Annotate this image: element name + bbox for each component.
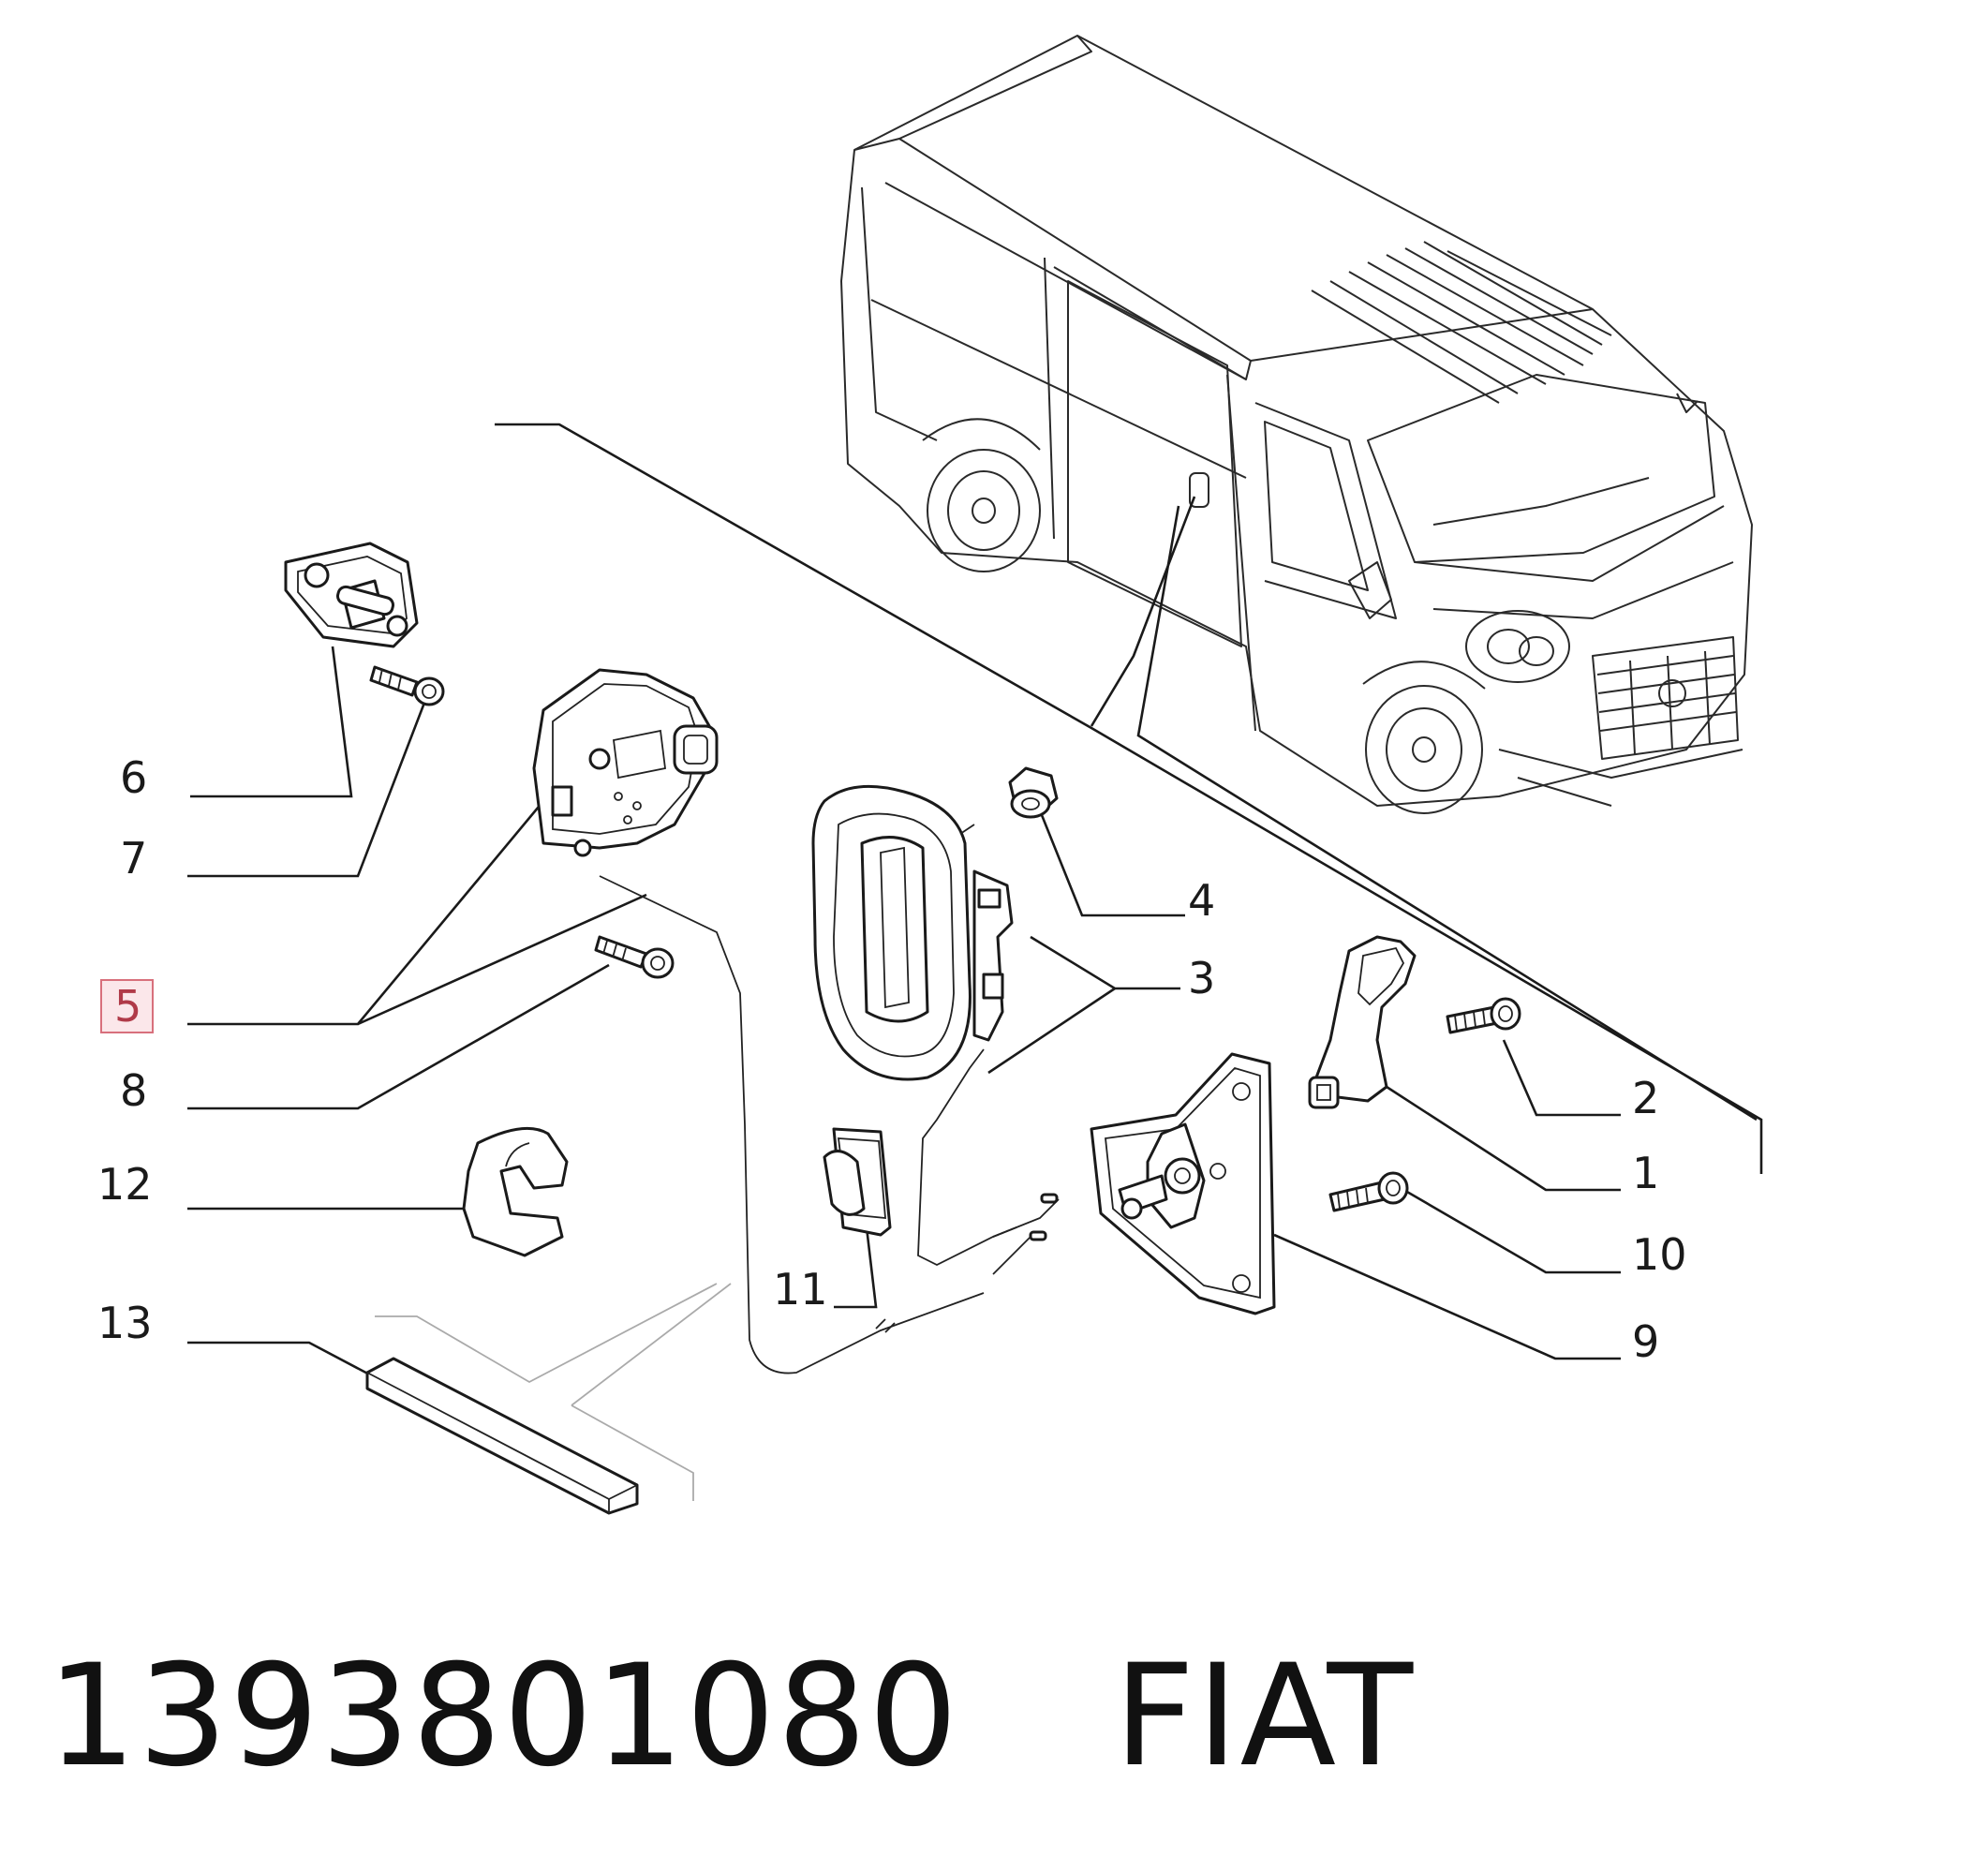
- part-10-bolt: [1328, 1171, 1409, 1212]
- part-8-bolt: [594, 935, 675, 979]
- callout-labels: 6 7 5 8 12 13 11 4 3 2 1 10 9: [97, 752, 1687, 1367]
- van-illustration: [840, 35, 1753, 814]
- leader-lines: [187, 423, 1763, 1379]
- callout-11: 11: [773, 1264, 828, 1315]
- roof-ribs: [1311, 241, 1612, 404]
- callout-13: 13: [97, 1298, 153, 1348]
- callout-1: 1: [1632, 1148, 1659, 1198]
- callout-10: 10: [1632, 1229, 1687, 1280]
- callout-9: 9: [1632, 1316, 1659, 1367]
- part-number: 1393801080: [47, 1635, 960, 1798]
- callout-12: 12: [97, 1159, 153, 1210]
- brand-name: FIAT: [1114, 1635, 1416, 1798]
- callout-6: 6: [120, 752, 147, 803]
- part-12-clip: [462, 1126, 569, 1257]
- front-wheel: [1362, 661, 1486, 814]
- side-door-handle: [1189, 472, 1209, 508]
- part-footer: 1393801080 FIAT: [47, 1635, 1415, 1798]
- rear-wheel: [922, 418, 1041, 572]
- part-9-latch-plate: [1090, 1052, 1276, 1315]
- callout-8: 8: [120, 1065, 147, 1116]
- callout-7: 7: [120, 833, 147, 884]
- reference-lines: [375, 1283, 732, 1501]
- part-6-pin-bracket: [284, 542, 419, 648]
- latch-cable: [917, 1048, 1060, 1267]
- windshield: [1367, 374, 1715, 563]
- side-mirror: [1348, 561, 1392, 619]
- callout-2: 2: [1632, 1073, 1659, 1123]
- callout-3: 3: [1188, 953, 1215, 1003]
- part-13-seal-strip: [365, 1357, 639, 1515]
- callout-5-highlight: [100, 979, 154, 1033]
- front-grille: [1592, 636, 1739, 760]
- part-3-exterior-handle: [811, 784, 1014, 1081]
- headlight: [1465, 610, 1570, 683]
- part-7-bolt: [369, 665, 445, 706]
- part-11-cover: [823, 1127, 892, 1237]
- release-cable: [599, 875, 985, 1374]
- part-1-lever: [1308, 935, 1417, 1109]
- callout-4: 4: [1188, 875, 1215, 926]
- part-4-nut: [1008, 766, 1059, 819]
- callout-5: 5: [114, 981, 141, 1032]
- part-2-bolt: [1446, 997, 1521, 1034]
- part-5-door-lock: [532, 668, 719, 857]
